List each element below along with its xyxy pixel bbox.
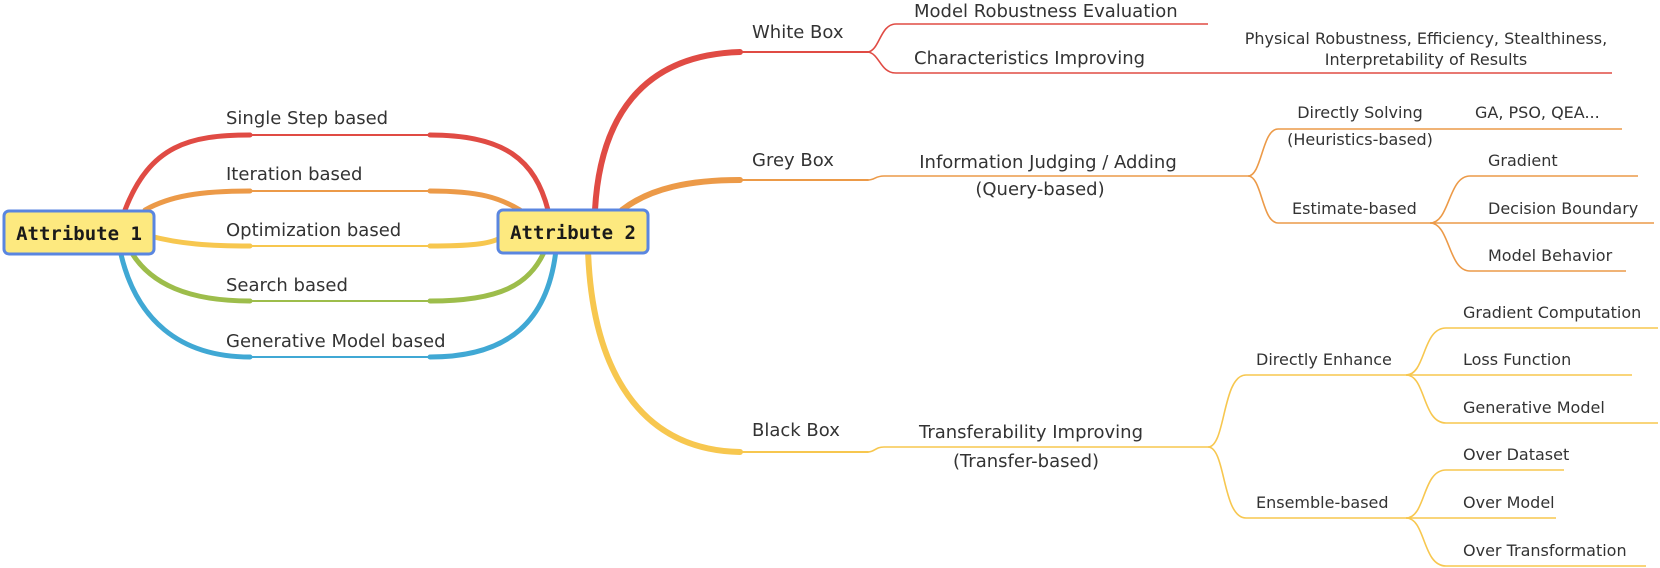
loop-optimization (147, 233, 253, 249)
white-box-subtree (867, 23, 1612, 74)
white-box-characteristics: Characteristics Improving (914, 48, 1145, 69)
grey-box-subtree (867, 128, 1654, 272)
black-enhance-fork-1 (1405, 327, 1658, 376)
label-grey-box: Grey Box (752, 150, 834, 171)
black-leaf-generative-model: Generative Model (1463, 398, 1605, 417)
black-transfer-title: Transferability Improving (918, 422, 1143, 443)
method-single-step: Single Step based (226, 108, 388, 129)
black-ensemble-fork-1 (1405, 469, 1564, 519)
white-box-fork-bottom (867, 51, 1612, 74)
black-leaf-over-dataset: Over Dataset (1463, 445, 1569, 464)
black-leaf-over-transformation: Over Transformation (1463, 541, 1627, 560)
grey-heuristics-based: (Heuristics-based) (1287, 130, 1433, 149)
white-box-robustness: Model Robustness Evaluation (914, 1, 1178, 22)
grey-info-subtitle: (Query-based) (975, 179, 1104, 200)
grey-leaf-decision-boundary: Decision Boundary (1488, 199, 1638, 218)
black-ensemble-fork-3 (1405, 517, 1646, 567)
grey-directly-solving: Directly Solving (1297, 103, 1423, 122)
loop-single-step (122, 132, 253, 213)
grey-info-title: Information Judging / Adding (919, 152, 1177, 173)
black-leaf-gradient-computation: Gradient Computation (1463, 303, 1641, 322)
method-loops (117, 132, 559, 360)
method-generative: Generative Model based (226, 331, 446, 352)
black-leaf-loss-function: Loss Function (1463, 350, 1571, 369)
black-directly-enhance: Directly Enhance (1256, 350, 1392, 369)
grey-estimate-fork-3 (1429, 222, 1626, 272)
white-box-detail-line1: Physical Robustness, Efficiency, Stealth… (1245, 29, 1607, 48)
loop-single-step-right (427, 132, 551, 213)
black-box-subtree (867, 327, 1658, 567)
black-fork-bottom (1207, 446, 1406, 519)
branch-white-box (592, 49, 743, 213)
branch-black-box (585, 247, 743, 455)
method-iteration: Iteration based (226, 164, 362, 185)
loop-generative-right (427, 247, 559, 360)
attribute2-node[interactable]: Attribute 2 (496, 208, 650, 255)
loop-iteration-right (427, 188, 523, 213)
black-enhance-fork-3 (1405, 374, 1658, 424)
method-optimization: Optimization based (226, 220, 401, 241)
label-white-box: White Box (752, 22, 844, 43)
grey-info-line (867, 175, 1248, 181)
black-transfer-subtitle: (Transfer-based) (953, 451, 1099, 472)
branch-grey-box (619, 177, 743, 213)
attribute2-label: Attribute 2 (510, 222, 636, 244)
grey-leaf-model-behavior: Model Behavior (1488, 246, 1613, 265)
white-box-detail-line2: Interpretability of Results (1325, 50, 1527, 69)
black-ensemble-based: Ensemble-based (1256, 493, 1389, 512)
attribute1-label: Attribute 1 (16, 223, 142, 245)
black-leaf-over-model: Over Model (1463, 493, 1555, 512)
grey-heuristics-leaf: GA, PSO, QEA... (1475, 103, 1600, 122)
loop-iteration (142, 188, 253, 213)
grey-estimate-based: Estimate-based (1292, 199, 1417, 218)
grey-fork-top (1247, 128, 1430, 177)
loop-generative (117, 247, 253, 360)
loop-optimization-right (427, 235, 503, 249)
black-fork-top (1207, 374, 1406, 448)
label-black-box: Black Box (752, 420, 840, 441)
attribute2-branches (585, 49, 869, 455)
grey-fork-bottom (1247, 175, 1430, 224)
grey-estimate-fork-1 (1429, 175, 1638, 224)
grey-leaf-gradient: Gradient (1488, 151, 1558, 170)
method-search: Search based (226, 275, 348, 296)
white-box-fork-top (867, 23, 1208, 53)
attribute1-node[interactable]: Attribute 1 (2, 209, 156, 256)
black-transfer-line (867, 446, 1208, 453)
loop-search-right (427, 247, 548, 304)
loop-search (127, 247, 253, 304)
